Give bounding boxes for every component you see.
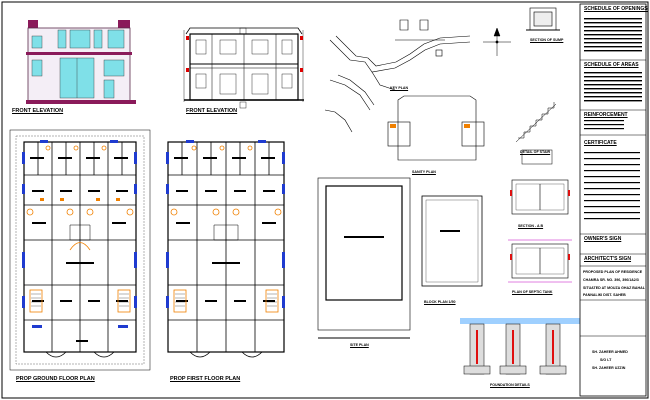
architects-sign-label: ARCHITECT'S SIGN — [584, 256, 632, 262]
owners-sign-label: OWNER'S SIGN — [584, 236, 622, 242]
sanitary-plan-title: SANITY PLAN — [412, 170, 436, 174]
foundation-details — [460, 318, 580, 375]
front-elevation-color — [26, 20, 136, 104]
section-ab-title: SECTION - A B — [518, 224, 544, 228]
site-plan — [317, 177, 411, 339]
stair-detail — [515, 102, 557, 143]
sump-section — [526, 7, 560, 31]
block-plan — [421, 195, 483, 287]
stair-detail-title: DETAIL OF STAIR — [520, 150, 551, 154]
block-plan-title: BLOCK PLAN 1/50 — [424, 300, 456, 304]
schedule-openings-heading: SCHEDULE OF OPENINGS — [584, 6, 648, 12]
project-line-1: PROPOSED PLAN OF RESIDENCE — [583, 270, 643, 274]
first-floor-plan — [166, 140, 285, 358]
foundation-details-title: FOUNDATION DETAILS — [490, 383, 530, 387]
section-ab — [521, 149, 553, 165]
owner-name-2: S/O LT — [600, 358, 612, 362]
septic-tank — [511, 179, 569, 279]
key-plan — [324, 19, 471, 133]
sump-section-title: SECTION OF SUMP — [530, 38, 564, 42]
front-elevation-title-1: FRONT ELEVATION — [12, 108, 64, 114]
project-line-4: PANNALIKI DIST. SAHEB — [583, 293, 626, 297]
ground-floor-plan-title: PROP GROUND FLOOR PLAN — [16, 376, 95, 382]
ground-floor-plan — [9, 129, 151, 371]
sanitary-plan — [387, 95, 485, 161]
north-arrow-icon — [483, 27, 511, 56]
site-plan-title: SITE PLAN — [350, 343, 369, 347]
project-line-2: CHAMRA SR. NO. 396, 396/1&2/3 — [583, 278, 639, 282]
certificate-heading: CERTIFICATE — [584, 140, 617, 146]
first-floor-plan-title: PROP FIRST FLOOR PLAN — [170, 376, 241, 382]
project-line-3: SITUATED AT MOUZA GHAZ BAHAL — [583, 286, 645, 290]
owner-name-1: SH. ZAHEER AHMED — [592, 350, 628, 354]
schedule-areas-heading: SCHEDULE OF AREAS — [584, 62, 639, 68]
title-block — [579, 3, 647, 397]
key-plan-title: KEY PLAN — [390, 86, 409, 90]
reinforcement-heading: REINFORCEMENT — [584, 112, 628, 118]
owner-name-3: SH. ZAHEER UZZIN — [592, 366, 626, 370]
septic-tank-title: PLAN OF SEPTIC TANK — [512, 290, 553, 294]
front-elevation-title-2: FRONT ELEVATION — [186, 108, 238, 114]
